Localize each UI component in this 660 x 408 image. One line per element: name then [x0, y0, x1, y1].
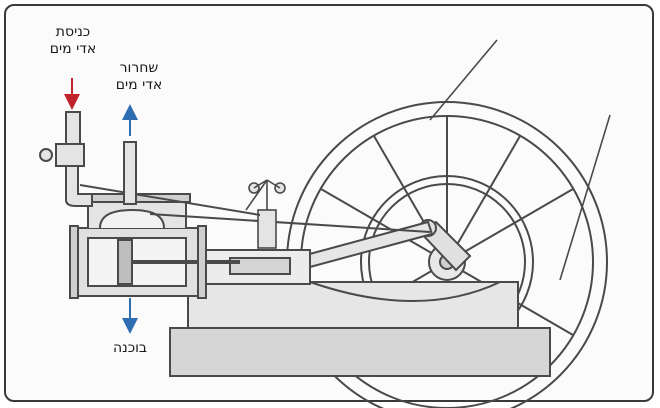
cylinder [69, 225, 240, 299]
foundation [169, 327, 551, 377]
governor [245, 179, 286, 249]
bed-curve [309, 281, 501, 302]
engine-bed [187, 281, 519, 329]
exhaust-pipe [123, 141, 137, 205]
intake-pipe [39, 111, 93, 207]
drive-belt [429, 39, 611, 281]
piston [117, 239, 133, 285]
water-intake-label-line2: אדי מים [49, 41, 97, 57]
valve-rod [149, 213, 431, 233]
condenser-label: בוכנה [112, 340, 148, 356]
water-release-label-line1: שחרור [119, 60, 159, 76]
water-intake-label: כניסת אדי מים [38, 24, 108, 58]
water-release-label: שחרור אדי מים [104, 60, 174, 94]
water-release-label-line2: אדי מים [115, 77, 163, 93]
water-intake-label-line1: כניסת [55, 24, 91, 40]
crosshead-guide [199, 249, 311, 285]
linkage-rod [79, 184, 261, 216]
